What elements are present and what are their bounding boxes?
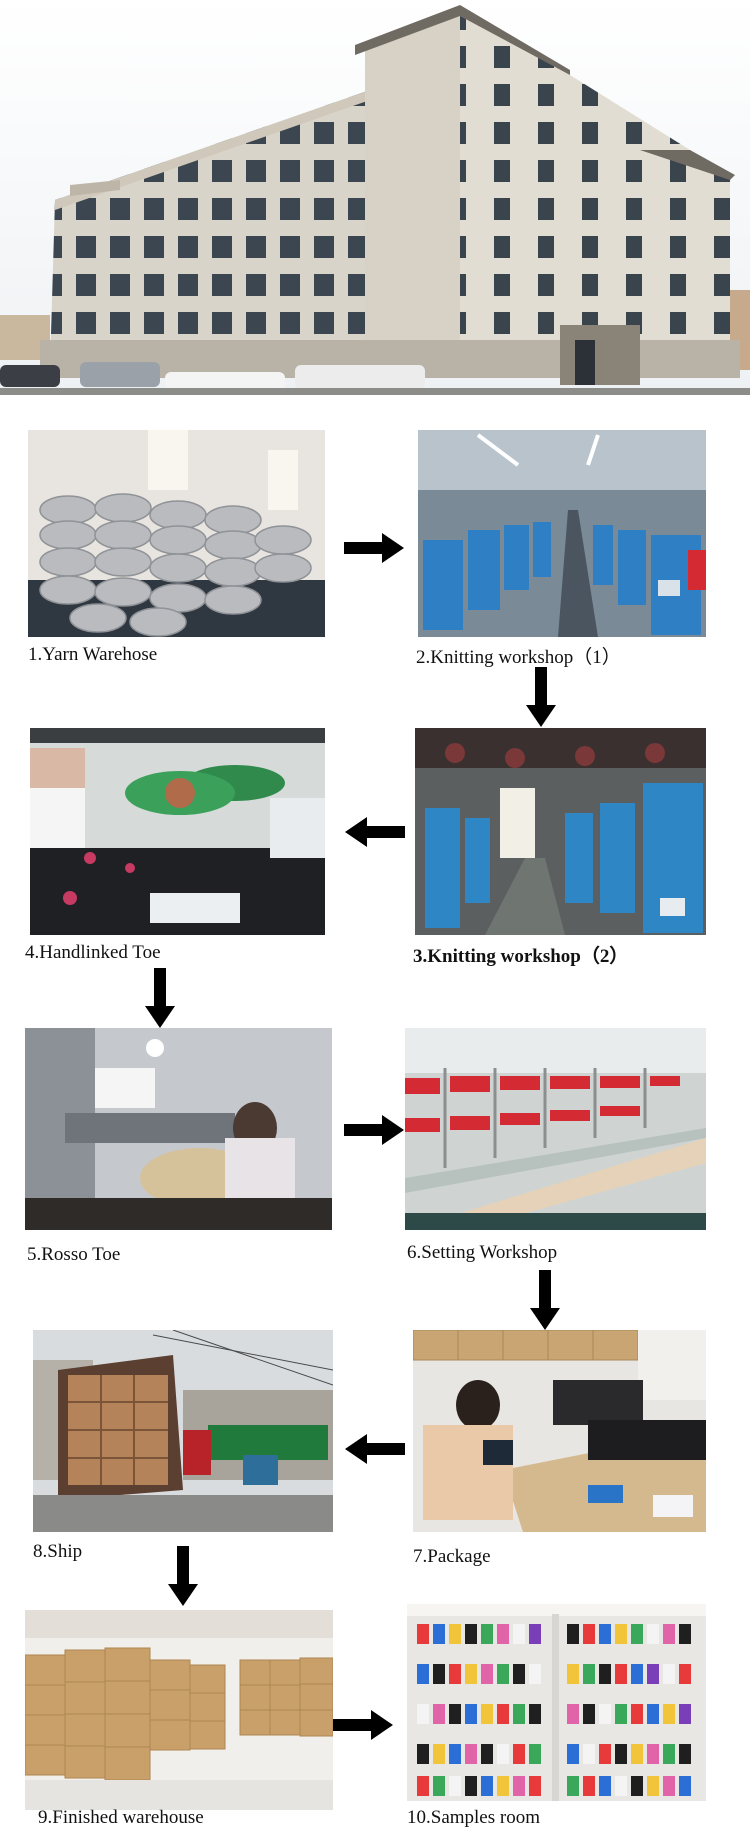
step-9-label: 9.Finished warehouse [38,1807,204,1828]
arrow-down-icon [526,667,556,727]
yarn-warehouse-photo [28,430,325,637]
arrow-left-icon [345,817,405,847]
finished-warehouse-photo [25,1610,333,1810]
ship-photo [33,1330,333,1532]
setting-workshop-photo [405,1028,706,1230]
knitting-workshop-2-photo [415,728,706,935]
step-8-label: 8.Ship [33,1541,83,1562]
step-3-label: 3.Knitting workshop（2） [413,946,629,967]
arrow-down-icon [168,1546,198,1606]
arrow-right-icon [344,1115,404,1145]
step-5-label: 5.Rosso Toe [27,1244,121,1265]
rosso-toe-photo [25,1028,332,1230]
step-10-label: 10.Samples room [407,1807,540,1828]
package-photo [413,1330,706,1532]
arrow-down-icon [530,1270,560,1330]
arrow-right-icon [344,533,404,563]
arrow-left-icon [345,1434,405,1464]
step-6-label: 6.Setting Workshop [407,1242,558,1263]
knitting-workshop-1-photo [418,430,706,637]
step-7-label: 7.Package [413,1546,491,1567]
factory-building-photo [0,0,750,395]
arrow-down-icon [145,968,175,1028]
handlinked-toe-photo [30,728,325,935]
step-2-label: 2.Knitting workshop（1） [416,647,621,668]
step-1-label: 1.Yarn Warehose [28,644,158,665]
step-4-label: 4.Handlinked Toe [25,942,161,963]
samples-room-photo [407,1604,706,1801]
arrow-right-icon [333,1710,393,1740]
